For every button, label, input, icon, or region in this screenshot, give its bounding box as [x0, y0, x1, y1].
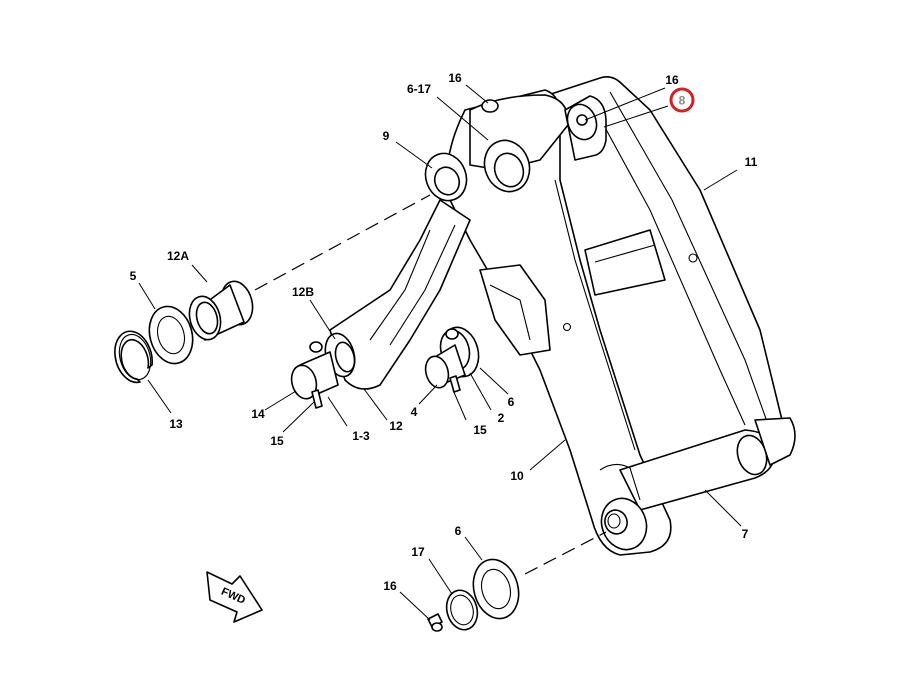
- callout-17[interactable]: 17: [411, 545, 425, 559]
- callout-12b[interactable]: 12B: [292, 285, 314, 299]
- boom-assembly: [329, 76, 796, 556]
- centerline-lower: [524, 531, 607, 575]
- bushing-12a[interactable]: [185, 278, 257, 343]
- callout-1-3[interactable]: 1-3: [352, 429, 370, 443]
- callout-15-mid[interactable]: 15: [473, 423, 487, 437]
- callout-16-top[interactable]: 16: [448, 71, 462, 85]
- left-pin-assembly: [290, 332, 356, 409]
- highlight-ring: [669, 87, 695, 113]
- callout-2[interactable]: 2: [498, 411, 505, 425]
- callout-12[interactable]: 12: [389, 419, 403, 433]
- callout-16-bottom[interactable]: 16: [383, 579, 397, 593]
- snap-ring-17[interactable]: [442, 587, 481, 633]
- callout-4[interactable]: 4: [411, 405, 418, 419]
- callout-16-right[interactable]: 16: [665, 73, 679, 87]
- washer-5[interactable]: [143, 302, 199, 369]
- callout-6-bottom[interactable]: 6: [455, 524, 462, 538]
- callout-9[interactable]: 9: [383, 129, 390, 143]
- callout-6-17[interactable]: 6-17: [407, 82, 431, 96]
- bolt-16-bottom[interactable]: [427, 613, 443, 632]
- callout-5[interactable]: 5: [130, 269, 137, 283]
- leader-lines: [138, 84, 742, 621]
- callout-12a[interactable]: 12A: [167, 249, 189, 263]
- middle-pin-assembly: [424, 326, 480, 393]
- fwd-direction-arrow: FWD: [206, 571, 263, 623]
- callout-11[interactable]: 11: [745, 155, 758, 169]
- washer-6-bottom[interactable]: [467, 554, 525, 623]
- callout-6-mid[interactable]: 6: [508, 395, 515, 409]
- callout-13[interactable]: 13: [169, 417, 183, 431]
- callout-10[interactable]: 10: [510, 469, 524, 483]
- snap-ring-13[interactable]: [114, 330, 156, 384]
- callout-7[interactable]: 7: [742, 527, 749, 541]
- callout-8-highlighted[interactable]: 8: [679, 94, 686, 108]
- centerline-upper: [254, 194, 431, 291]
- callout-14[interactable]: 14: [251, 407, 265, 421]
- callout-15-left[interactable]: 15: [270, 434, 284, 448]
